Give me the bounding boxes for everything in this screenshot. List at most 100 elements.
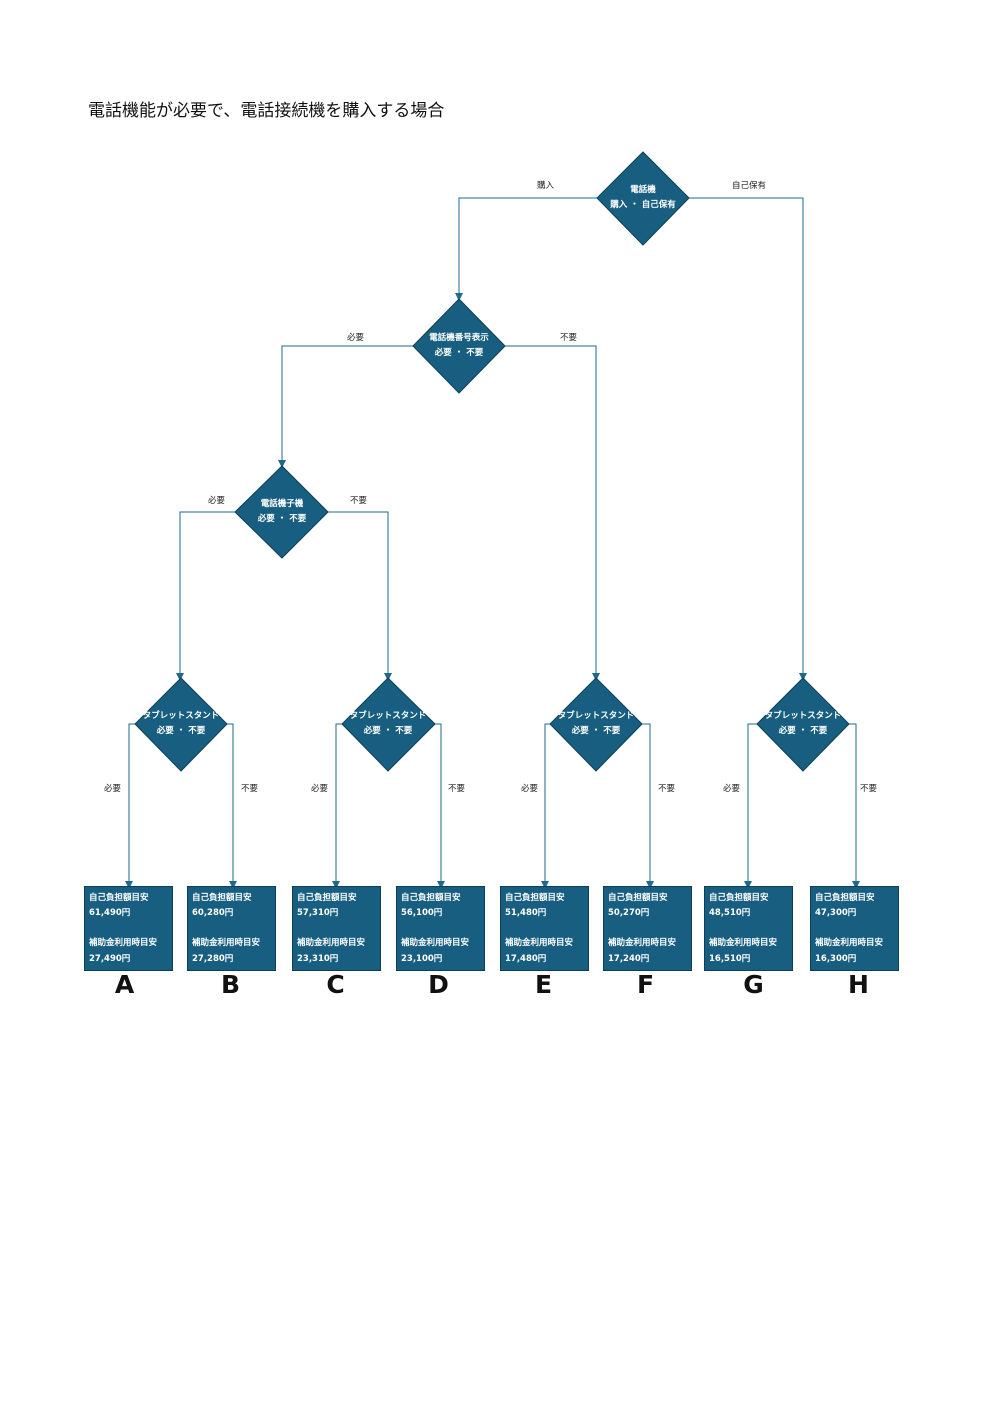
- option-letter-d: D: [428, 970, 449, 999]
- edge-label-purchase: 購入: [537, 181, 555, 191]
- decision-label-line1: タブレットスタンド: [557, 711, 635, 721]
- self-pay-value: 60,280円: [192, 908, 234, 919]
- result-box-c: 自己負担額目安 57,310円 補助金利用時目安 23,310円: [292, 886, 381, 971]
- connector-d2-noneed: [328, 511, 392, 681]
- option-letter-e: E: [534, 970, 553, 999]
- decision-diamond-tablet-stand-3: [549, 677, 643, 772]
- decision-label-line2: 必要 ・ 不要: [778, 726, 828, 736]
- result-box-d: 自己負担額目安 56,100円 補助金利用時目安 23,100円: [396, 886, 485, 971]
- subsidy-value: 17,240円: [608, 953, 650, 964]
- subsidy-value: 16,300円: [815, 953, 857, 964]
- self-pay-heading: 自己負担額目安: [815, 893, 875, 903]
- decision-label-number-display: 電話機番号表示 必要 ・ 不要: [399, 331, 519, 361]
- subsidy-heading: 補助金利用時目安: [709, 938, 778, 949]
- decision-diamond-tablet-stand-4: [756, 677, 850, 772]
- edge-label-need: 必要: [347, 333, 365, 343]
- connector-d2-need: [176, 511, 235, 681]
- edge-label-noneed: 不要: [658, 784, 676, 794]
- decision-label-line2: 必要 ・ 不要: [257, 514, 307, 524]
- edge-label-noneed: 不要: [860, 784, 878, 794]
- decision-label-line2: 必要 ・ 不要: [571, 726, 621, 736]
- connector-d6-need: [744, 723, 757, 889]
- decision-label-tablet-stand-2: タブレットスタンド 必要 ・ 不要: [328, 709, 448, 739]
- self-pay-heading: 自己負担額目安: [401, 893, 461, 903]
- self-pay-heading: 自己負担額目安: [709, 893, 769, 903]
- self-pay-value: 51,480円: [505, 908, 547, 919]
- subsidy-heading: 補助金利用時目安: [608, 938, 677, 949]
- decision-label-tablet-stand-3: タブレットスタンド 必要 ・ 不要: [536, 709, 656, 739]
- connector-d4-noneed: [435, 723, 445, 889]
- decision-diamond-number-display: [412, 298, 506, 394]
- result-box-b: 自己負担額目安 60,280円 補助金利用時目安 27,280円: [187, 886, 276, 971]
- edge-label-need: 必要: [104, 784, 122, 794]
- subsidy-value: 23,100円: [401, 953, 443, 964]
- edge-label-need: 必要: [311, 784, 329, 794]
- edge-label-need: 必要: [723, 784, 741, 794]
- decision-label-phone: 電話機 購入 ・ 自己保有: [583, 183, 703, 213]
- option-letter-h: H: [848, 970, 869, 999]
- self-pay-heading: 自己負担額目安: [89, 893, 149, 903]
- self-pay-heading: 自己負担額目安: [505, 893, 565, 903]
- decision-label-line1: 電話機子機: [260, 499, 304, 509]
- edge-label-noneed: 不要: [241, 784, 259, 794]
- result-box-e: 自己負担額目安 51,480円 補助金利用時目安 17,480円: [500, 886, 589, 971]
- self-pay-value: 56,100円: [401, 908, 443, 919]
- connector-d4-need: [332, 723, 342, 889]
- decision-label-line2: 購入 ・ 自己保有: [610, 200, 676, 210]
- decision-label-line2: 必要 ・ 不要: [363, 726, 413, 736]
- self-pay-value: 47,300円: [815, 908, 857, 919]
- edge-label-own: 自己保有: [732, 181, 767, 191]
- decision-label-line1: タブレットスタンド: [349, 711, 427, 721]
- self-pay-heading: 自己負担額目安: [608, 893, 668, 903]
- edge-label-noneed: 不要: [350, 496, 368, 506]
- connector-d5-need: [541, 723, 550, 889]
- option-letter-b: B: [220, 970, 241, 999]
- decision-label-handset: 電話機子機 必要 ・ 不要: [222, 497, 342, 527]
- decision-label-line2: 必要 ・ 不要: [156, 726, 206, 736]
- decision-diamond-tablet-stand-2: [341, 677, 436, 772]
- connector-d0-own: [689, 197, 807, 681]
- decision-diamond-handset: [234, 465, 329, 559]
- connector-d3-noneed: [227, 723, 237, 889]
- connector-d5-noneed: [642, 723, 654, 889]
- subsidy-value: 27,280円: [192, 953, 234, 964]
- connector-d1-noneed: [505, 345, 600, 681]
- subsidy-heading: 補助金利用時目安: [297, 938, 366, 949]
- self-pay-heading: 自己負担額目安: [297, 893, 357, 903]
- connector-d6-noneed: [849, 723, 860, 889]
- decision-label-line1: 電話機: [630, 185, 656, 195]
- edge-label-need: 必要: [521, 784, 539, 794]
- connector-d1-need: [278, 345, 413, 468]
- subsidy-heading: 補助金利用時目安: [815, 938, 884, 949]
- result-box-f: 自己負担額目安 50,270円 補助金利用時目安 17,240円: [603, 886, 692, 971]
- option-letter-f: F: [636, 970, 655, 999]
- decision-diamond-phone: [596, 151, 690, 246]
- subsidy-value: 16,510円: [709, 953, 751, 964]
- option-letter-c: C: [326, 970, 345, 999]
- edge-label-noneed: 不要: [560, 333, 578, 343]
- option-letter-g: G: [743, 970, 764, 999]
- subsidy-heading: 補助金利用時目安: [401, 938, 470, 949]
- page-title: 電話機能が必要で、電話接続機を購入する場合: [88, 101, 445, 121]
- result-box-h: 自己負担額目安 47,300円 補助金利用時目安 16,300円: [810, 886, 899, 971]
- subsidy-value: 27,490円: [89, 953, 131, 964]
- self-pay-value: 50,270円: [608, 908, 650, 919]
- decision-label-tablet-stand-1: タブレットスタンド 必要 ・ 不要: [121, 709, 241, 739]
- connector-d3-need: [125, 723, 135, 889]
- subsidy-heading: 補助金利用時目安: [192, 938, 261, 949]
- subsidy-heading: 補助金利用時目安: [505, 938, 574, 949]
- subsidy-value: 23,310円: [297, 953, 339, 964]
- self-pay-value: 57,310円: [297, 908, 339, 919]
- subsidy-heading: 補助金利用時目安: [89, 938, 158, 949]
- result-box-a: 自己負担額目安 61,490円 補助金利用時目安 27,490円: [84, 886, 173, 971]
- edge-label-need: 必要: [208, 496, 226, 506]
- decision-label-line1: タブレットスタンド: [764, 711, 842, 721]
- connector-d0-purchase: [455, 197, 597, 301]
- decision-diamond-tablet-stand-1: [134, 677, 228, 772]
- self-pay-value: 61,490円: [89, 908, 131, 919]
- subsidy-value: 17,480円: [505, 953, 547, 964]
- result-box-g: 自己負担額目安 48,510円 補助金利用時目安 16,510円: [704, 886, 793, 971]
- self-pay-heading: 自己負担額目安: [192, 893, 252, 903]
- decision-label-line2: 必要 ・ 不要: [434, 348, 484, 358]
